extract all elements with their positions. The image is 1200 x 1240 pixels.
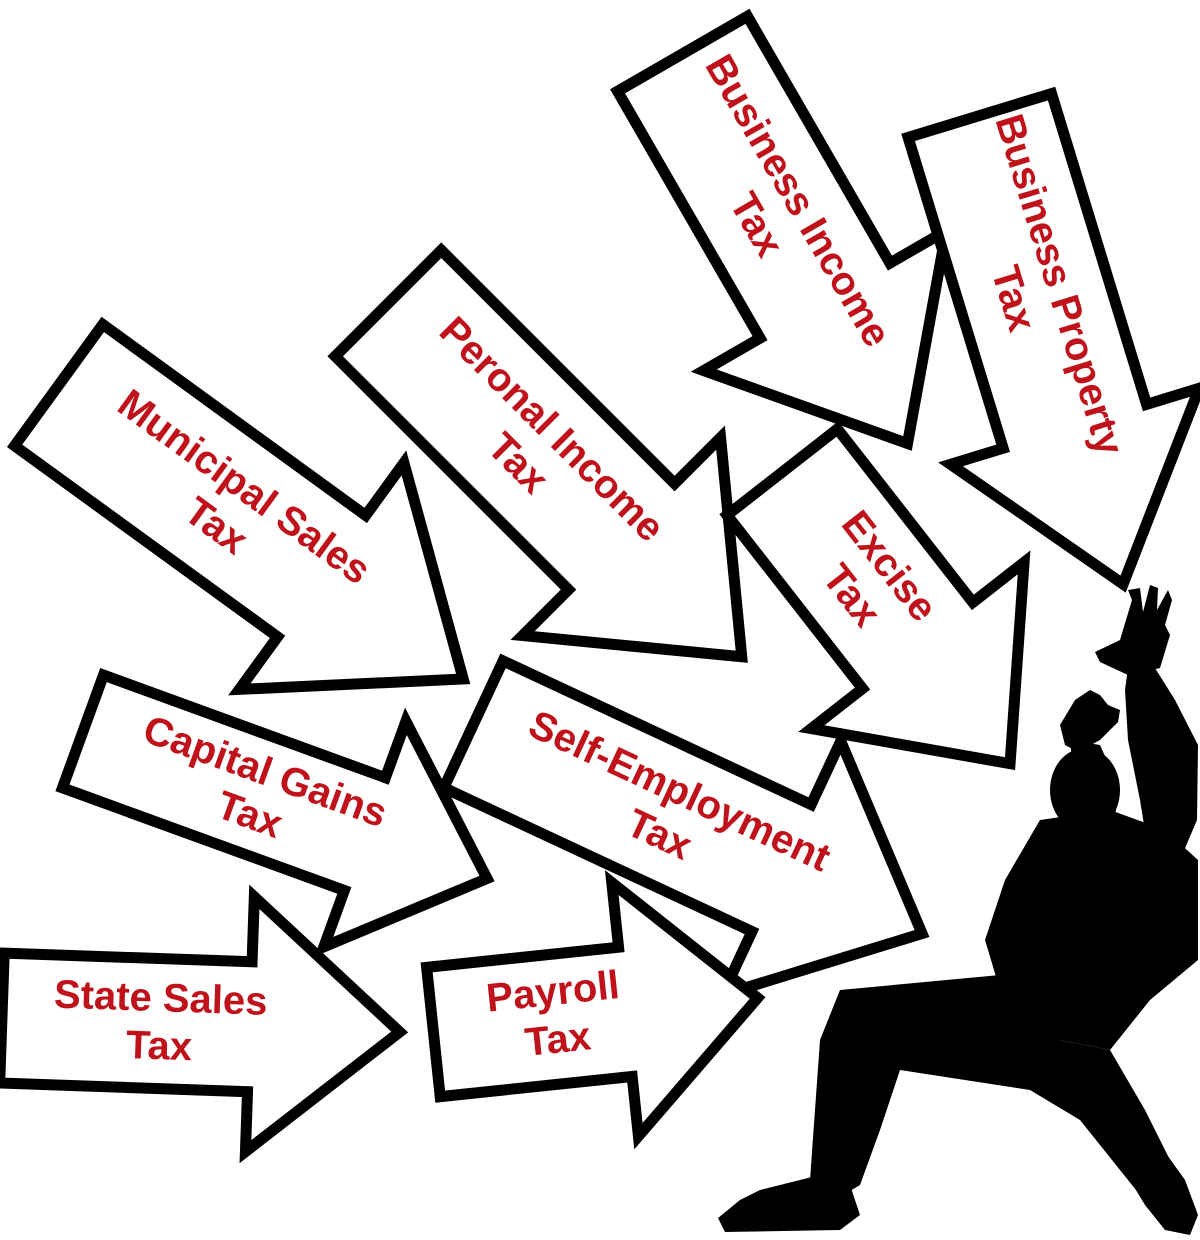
shoe-right [1125, 1145, 1198, 1235]
arrow-label-line1: State Sales [53, 972, 268, 1023]
shoe-left [718, 1175, 860, 1232]
arrow-label-line2: Tax [523, 1014, 593, 1065]
torso [985, 810, 1198, 1050]
arrow-shape [6, 316, 471, 696]
raised-hand-right [1095, 585, 1172, 675]
head [1050, 748, 1120, 832]
arrow-label-line2: Tax [125, 1023, 192, 1069]
overwhelmed-man-silhouette-icon [718, 585, 1198, 1235]
raised-hand-left [1060, 690, 1120, 752]
legs [810, 975, 1185, 1220]
arrow-shape [610, 8, 954, 451]
arrow-shape [901, 86, 1200, 593]
raised-arm-right [1125, 668, 1198, 862]
arrow-shape [719, 421, 1031, 771]
arrow-state-sales-tax: State Sales Tax [0, 884, 409, 1164]
arrow-shape [0, 884, 409, 1164]
arrow-personal-income-tax: Peronal Income Tax [327, 242, 748, 663]
arrow-shape [436, 653, 930, 1004]
arrow-payroll-tax: Payroll Tax [420, 870, 766, 1150]
arrow-shape [420, 870, 766, 1150]
arrow-shape [327, 242, 748, 663]
arrow-shape [55, 668, 495, 957]
